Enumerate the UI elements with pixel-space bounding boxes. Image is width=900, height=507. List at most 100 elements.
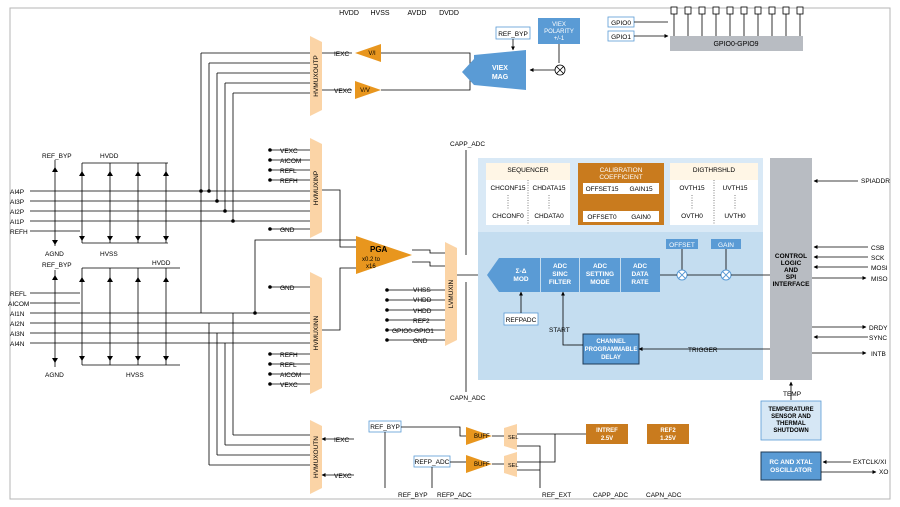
lvmuxin [445, 242, 457, 346]
svg-text:SPIADDR: SPIADDR [861, 178, 890, 185]
svg-text:ADC: ADC [593, 263, 607, 270]
svg-text:REF_BYP: REF_BYP [42, 262, 72, 269]
ref-byp-top-label: REF_BYP [498, 31, 528, 38]
svg-text:SYNC: SYNC [869, 335, 887, 342]
rail-dvdd: DVDD [439, 10, 459, 17]
svg-text:EXTCLK/XI: EXTCLK/XI [853, 459, 886, 466]
svg-text:HVSS: HVSS [126, 372, 144, 379]
top-ref-byp: REF_BYP [42, 153, 72, 160]
svg-text:OFFSET: OFFSET [669, 242, 695, 249]
svg-text:GND: GND [413, 338, 428, 345]
sigma-delta-mod [487, 258, 540, 292]
svg-text:TRIGGER: TRIGGER [688, 347, 718, 354]
svg-text:SHUTDOWN: SHUTDOWN [773, 428, 808, 434]
hvmuxoutp: HVMUXOUTP [310, 36, 322, 116]
buff-1 [466, 427, 492, 445]
outp-lines [201, 52, 471, 94]
viex-polarity-block [538, 18, 580, 44]
svg-text:OVTH15: OVTH15 [679, 185, 705, 192]
svg-text:INTREF: INTREF [596, 428, 618, 434]
svg-text:GAIN: GAIN [718, 242, 734, 249]
svg-text:DRDY: DRDY [869, 325, 888, 332]
svg-text:AI2N: AI2N [10, 321, 25, 328]
pin-ai3p: AI3P [10, 199, 24, 206]
svg-text:INTB: INTB [871, 351, 886, 358]
svg-text:SETTING: SETTING [586, 271, 614, 278]
bottom-input-network: REF_BYP HVDD HVSS AGND REFL AICOM AI1N A… [8, 191, 356, 465]
svg-text:GND: GND [280, 227, 295, 234]
svg-text:REF_EXT: REF_EXT [542, 492, 571, 499]
outer-border [9, 7, 891, 500]
outp-iexc-label: IEXC [334, 51, 349, 58]
svg-text:CHCONF0: CHCONF0 [492, 213, 524, 220]
svg-text:SENSOR AND: SENSOR AND [771, 414, 811, 420]
svg-text:OVTH0: OVTH0 [681, 213, 703, 220]
pga-range-1: x0.2 to [362, 257, 381, 263]
svg-text:REF2: REF2 [413, 318, 430, 325]
pga-label: PGA [370, 245, 388, 254]
rail-avdd: AVDD [408, 10, 427, 17]
svg-text:BUFF: BUFF [474, 434, 490, 440]
svg-text:SINC: SINC [552, 271, 568, 278]
svg-text:REF_BYP: REF_BYP [398, 492, 428, 499]
viex-mag-block [462, 50, 526, 90]
svg-text:VHDD: VHDD [413, 297, 432, 304]
viex-polarity-line2: POLARITY [544, 29, 574, 35]
svg-text:FILTER: FILTER [549, 279, 572, 286]
rail-hvss: HVSS [370, 10, 389, 17]
gpio0-label: GPIO0 [611, 20, 631, 27]
top-hvss: HVSS [100, 251, 118, 258]
buff-2 [466, 455, 492, 473]
svg-text:1.25V: 1.25V [660, 436, 676, 442]
svg-text:ADC: ADC [633, 263, 647, 270]
svg-text:DATA: DATA [631, 271, 648, 278]
gpio-block: GPIO0-GPIO9 GPIO0 GPIO1 [607, 6, 804, 51]
svg-text:CONTROL: CONTROL [775, 253, 807, 260]
svg-text:OFFSET15: OFFSET15 [586, 186, 619, 193]
svg-text:XO: XO [879, 469, 888, 476]
svg-text:UVTH15: UVTH15 [723, 185, 748, 192]
svg-text:AI1N: AI1N [10, 311, 25, 318]
sequencer-block: SEQUENCER CHCONF15 CHDATA15 CHCONF0 CHDA… [486, 163, 570, 225]
svg-text:MODE: MODE [590, 279, 610, 286]
viex-mag-line1: VIEX [492, 65, 508, 72]
inp-aux-inputs: VEXC AICOM REFL REFH GND [268, 148, 310, 234]
offset-box [666, 239, 698, 249]
pin-refh: REFH [10, 229, 28, 236]
svg-text:CALIBRATION: CALIBRATION [600, 167, 643, 174]
ref2-block [647, 424, 689, 444]
svg-text:CAPP_ADC: CAPP_ADC [593, 492, 628, 499]
svg-text:REFP_ADC: REFP_ADC [415, 459, 450, 466]
gpio-bus-bar [670, 36, 803, 51]
svg-text:RC AND XTAL: RC AND XTAL [769, 459, 812, 466]
capp-adc-top: CAPP_ADC [450, 141, 485, 148]
svg-text:THERMAL: THERMAL [776, 421, 806, 427]
svg-text:BUFF: BUFF [474, 462, 490, 468]
svg-text:INTERFACE: INTERFACE [773, 281, 811, 288]
hvmuxoutp-label: HVMUXOUTP [313, 55, 320, 97]
svg-text:VEXC: VEXC [280, 382, 298, 389]
oscillator-block [760, 451, 822, 481]
sel-1 [504, 424, 517, 450]
intref-block [586, 424, 628, 444]
svg-text:SEL: SEL [508, 435, 518, 441]
svg-text:ADC: ADC [553, 263, 567, 270]
svg-text:REF2: REF2 [660, 428, 676, 434]
vi-amp-label: V/I [368, 51, 376, 57]
svg-text:REFH: REFH [280, 178, 298, 185]
svg-text:AI4N: AI4N [10, 341, 25, 348]
svg-text:2.5V: 2.5V [601, 436, 613, 442]
svg-text:VEXC: VEXC [334, 473, 352, 480]
svg-text:MOD: MOD [513, 276, 528, 283]
adc-chain: Σ-Δ MOD ADC SINC FILTER ADC SETTING MODE… [487, 239, 770, 365]
svg-text:AND: AND [784, 267, 798, 274]
svg-text:REFL: REFL [10, 291, 27, 298]
temp-label: TEMP [783, 391, 801, 398]
svg-text:CHDATA15: CHDATA15 [533, 185, 566, 192]
svg-text:OFFSET0: OFFSET0 [587, 214, 617, 221]
svg-text:AGND: AGND [45, 372, 64, 379]
pin-ai2p: AI2P [10, 209, 24, 216]
svg-text:CSB: CSB [871, 245, 884, 252]
svg-text:AICOM: AICOM [280, 372, 301, 379]
hvmuxoutn-label: HVMUXOUTN [313, 436, 320, 478]
